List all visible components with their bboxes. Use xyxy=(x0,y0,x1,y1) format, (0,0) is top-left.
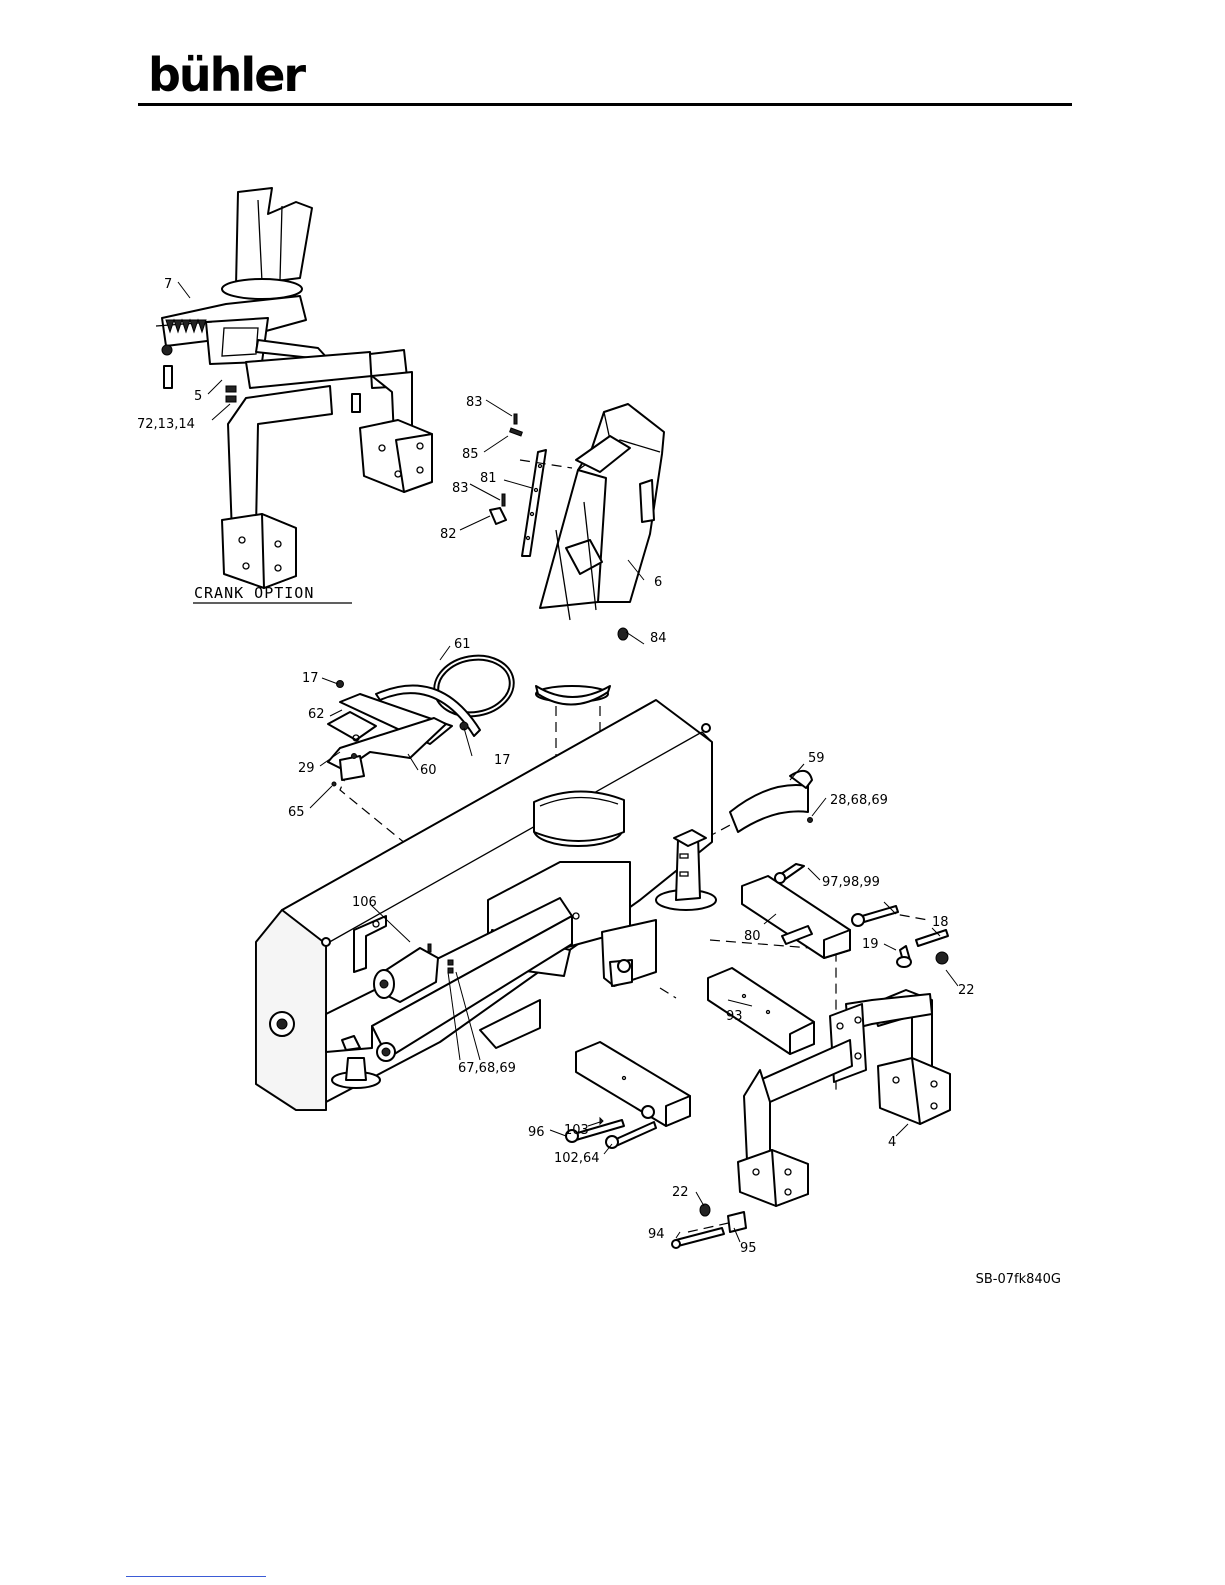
callout-22-right: 22 xyxy=(958,983,975,998)
footer-rule xyxy=(126,1576,266,1577)
callout-17-top: 17 xyxy=(302,671,319,686)
callout-65: 65 xyxy=(288,805,305,820)
blower-housing xyxy=(256,700,716,1110)
callout-62: 62 xyxy=(308,707,325,722)
callout-82: 82 xyxy=(440,527,457,542)
callout-6: 6 xyxy=(654,575,662,590)
callout-60: 60 xyxy=(420,763,437,778)
crank-option-caption: CRANK OPTION xyxy=(194,584,314,602)
callout-61: 61 xyxy=(454,637,471,652)
callout-80: 80 xyxy=(744,929,761,944)
callout-103: 103 xyxy=(564,1123,589,1138)
callout-4: 4 xyxy=(888,1135,896,1150)
callout-95: 95 xyxy=(740,1241,757,1256)
drawing-reference-code: SB-07fk840G xyxy=(976,1272,1061,1287)
callout-5: 5 xyxy=(194,389,202,404)
callout-106: 106 xyxy=(352,895,377,910)
callout-102-64: 102,64 xyxy=(554,1151,600,1166)
callout-17-right: 17 xyxy=(494,753,511,768)
callout-18: 18 xyxy=(932,915,949,930)
callout-7: 7 xyxy=(164,277,172,292)
rear-shield xyxy=(730,771,813,832)
callout-83-lower: 83 xyxy=(452,481,469,496)
callout-67-68-69: 67,68,69 xyxy=(458,1061,516,1076)
callout-28-68-69: 28,68,69 xyxy=(830,793,888,808)
callout-84: 84 xyxy=(650,631,667,646)
crank-option-assembly xyxy=(156,188,432,588)
callout-85: 85 xyxy=(462,447,479,462)
callout-22-bottom: 22 xyxy=(672,1185,689,1200)
callout-72-13-14: 72,13,14 xyxy=(137,417,195,432)
callout-29: 29 xyxy=(298,761,315,776)
callout-93: 93 xyxy=(726,1009,743,1024)
callout-83-top: 83 xyxy=(466,395,483,410)
callout-81: 81 xyxy=(480,471,497,486)
callout-19: 19 xyxy=(862,937,879,952)
callout-96: 96 xyxy=(528,1125,545,1140)
callout-94: 94 xyxy=(648,1227,665,1242)
callout-59: 59 xyxy=(808,751,825,766)
callout-97-98-99: 97,98,99 xyxy=(822,875,880,890)
discharge-chute xyxy=(536,404,664,705)
